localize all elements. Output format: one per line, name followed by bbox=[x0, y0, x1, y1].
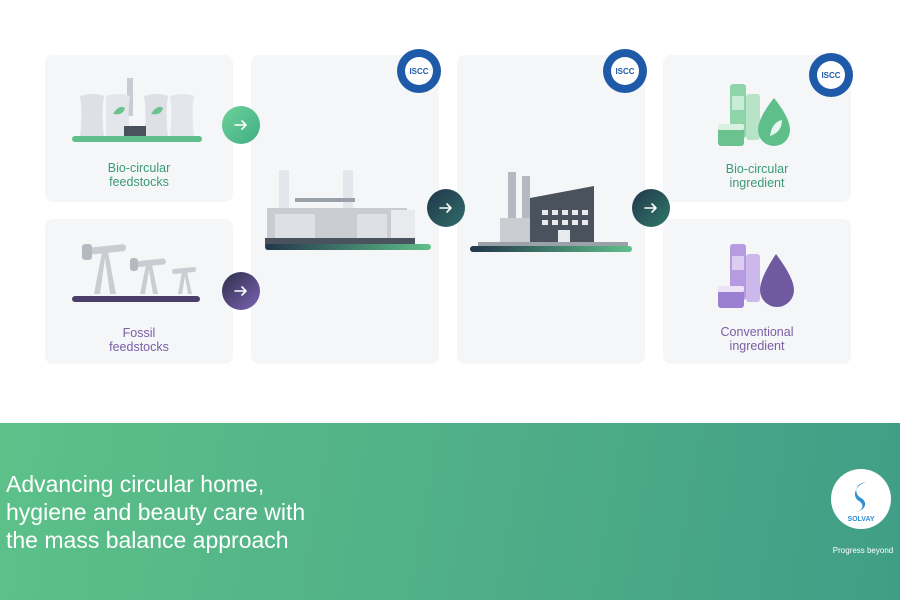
factory-icon bbox=[470, 172, 632, 252]
bio-ingredient-line2: ingredient bbox=[729, 176, 785, 190]
banner-headline: Advancing circular home, hygiene and bea… bbox=[6, 470, 366, 554]
solvay-brand-name: SOLVAY bbox=[847, 516, 874, 523]
bottom-banner bbox=[0, 423, 900, 600]
bio-ingredient-label: Bio-circular ingredient bbox=[667, 162, 847, 190]
bio-feedstock-label: Bio-circular feedstocks bbox=[49, 161, 229, 189]
biomass-power-plant-icon bbox=[72, 78, 202, 142]
iscc-badge-text: ISCC bbox=[615, 67, 634, 76]
arrow-right-icon bbox=[427, 189, 465, 227]
purple-cosmetic-bottles-icon bbox=[718, 244, 794, 308]
fossil-feedstock-line2: feedstocks bbox=[109, 340, 169, 354]
arrow-right-icon bbox=[632, 189, 670, 227]
fossil-feedstock-label: Fossil feedstocks bbox=[49, 326, 229, 354]
conventional-ingredient-label: Conventional ingredient bbox=[667, 325, 847, 353]
oil-pumpjack-icon bbox=[72, 244, 200, 302]
headline-line2: hygiene and beauty care with bbox=[6, 499, 306, 525]
fossil-feedstock-line1: Fossil bbox=[122, 326, 156, 340]
iscc-badge-text: ISCC bbox=[409, 67, 428, 76]
bio-ingredient-line1: Bio-circular bbox=[725, 162, 789, 176]
headline-line3: the mass balance approach bbox=[6, 527, 289, 553]
arrow-right-icon bbox=[222, 106, 260, 144]
green-cosmetic-bottles-icon bbox=[718, 84, 790, 146]
arrow-right-icon bbox=[222, 272, 260, 310]
solvay-logo-icon: SOLVAY bbox=[831, 469, 891, 529]
conventional-ingredient-line2: ingredient bbox=[729, 339, 785, 353]
iscc-badge-icon: ISCC bbox=[603, 49, 647, 93]
brand-tagline: Progress beyond bbox=[832, 546, 894, 555]
iscc-badge-icon: ISCC bbox=[809, 53, 853, 97]
iscc-badge-text: ISCC bbox=[821, 71, 840, 80]
fossil-feedstock-card bbox=[45, 219, 233, 364]
bio-feedstock-line2: feedstocks bbox=[109, 175, 169, 189]
bio-feedstock-line1: Bio-circular bbox=[107, 161, 171, 175]
refinery-icon bbox=[265, 170, 431, 250]
conventional-ingredient-line1: Conventional bbox=[720, 325, 794, 339]
iscc-badge-icon: ISCC bbox=[397, 49, 441, 93]
headline-line1: Advancing circular home, bbox=[6, 471, 265, 497]
